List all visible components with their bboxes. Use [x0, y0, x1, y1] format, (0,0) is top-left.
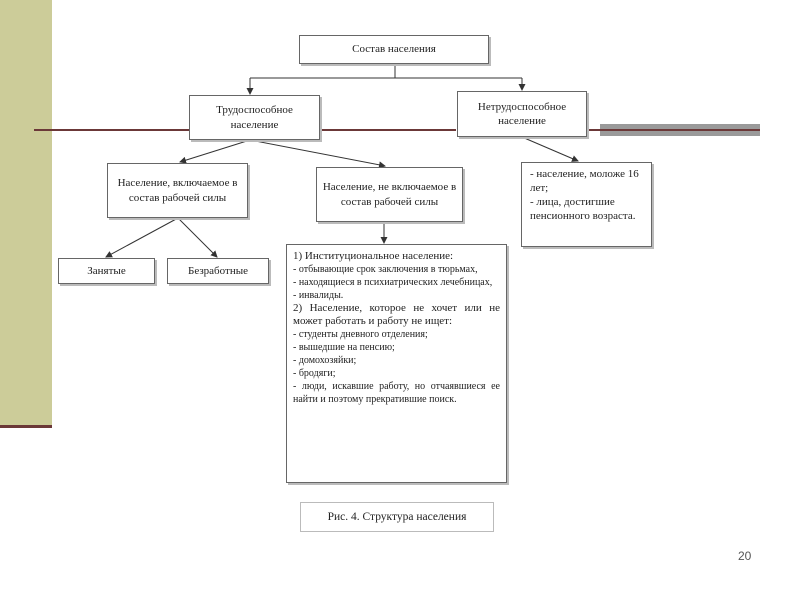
labor-force-box: Население, включаемое в состав рабочей с…	[107, 163, 248, 218]
left-decorative-bar	[0, 0, 52, 425]
employed-label: Занятые	[87, 264, 126, 277]
not-labor-force-box: Население, не включаемое в состав рабоче…	[316, 167, 463, 222]
unemployed-box: Безработные	[167, 258, 269, 284]
not-seeking-item: - студенты дневного отделения;	[293, 329, 428, 340]
not-seeking-item: - люди, искавшие работу, но отчаявшиеся …	[293, 381, 500, 405]
unemployed-label: Безработные	[188, 264, 248, 277]
not-able-bodied-list-box: - население, моложе 16 лет; - лица, дост…	[521, 162, 652, 247]
arrow-to-not-labor-force	[249, 139, 386, 169]
not-labor-force-details-box: 1) Институциональное население: - отбыва…	[286, 244, 507, 483]
able-bodied-label: Трудоспособное население	[216, 104, 293, 131]
not-seeking-item: - бродяги;	[293, 368, 336, 379]
institutional-item: - инвалиды.	[293, 290, 344, 301]
figure-caption-box: Рис. 4. Структура населения	[300, 502, 494, 532]
root-label: Состав населения	[352, 43, 436, 56]
horizontal-rule-right	[600, 124, 760, 136]
arrow-to-not-able-bodied-list	[521, 136, 579, 162]
arrow-to-unemployed	[177, 217, 218, 258]
figure-caption: Рис. 4. Структура населения	[327, 511, 467, 523]
page-number: 20	[738, 549, 752, 563]
left-bar-underline	[0, 425, 52, 428]
root-box: Состав населения	[299, 35, 489, 64]
institutional-item: - отбывающие срок заключения в тюрьмах,	[293, 264, 478, 275]
institutional-header: 1) Институциональное население:	[293, 250, 454, 262]
institutional-item: - находящиеся в психиатрических лечебниц…	[293, 277, 493, 288]
not-seeking-header: 2) Население, которое не хочет или не мо…	[293, 302, 500, 327]
not-able-bodied-item: - лица, достигшие пенсионного возраста.	[530, 196, 636, 222]
arrow-to-employed	[105, 217, 179, 258]
not-able-bodied-label: Нетрудоспособное население	[477, 100, 567, 127]
not-able-bodied-box: Нетрудоспособное население	[457, 91, 587, 137]
able-bodied-box: Трудоспособное население	[189, 95, 320, 140]
employed-box: Занятые	[58, 258, 155, 284]
labor-force-label: Население, включаемое в состав рабочей с…	[117, 177, 238, 204]
horizontal-rule-middle	[587, 129, 600, 131]
not-seeking-item: - домохозяйки;	[293, 355, 357, 366]
not-seeking-item: - вышедшие на пенсию;	[293, 342, 395, 353]
arrow-to-labor-force	[179, 139, 251, 164]
not-labor-force-label: Население, не включаемое в состав рабоче…	[322, 181, 457, 208]
not-able-bodied-item: - население, моложе 16 лет;	[530, 168, 639, 194]
